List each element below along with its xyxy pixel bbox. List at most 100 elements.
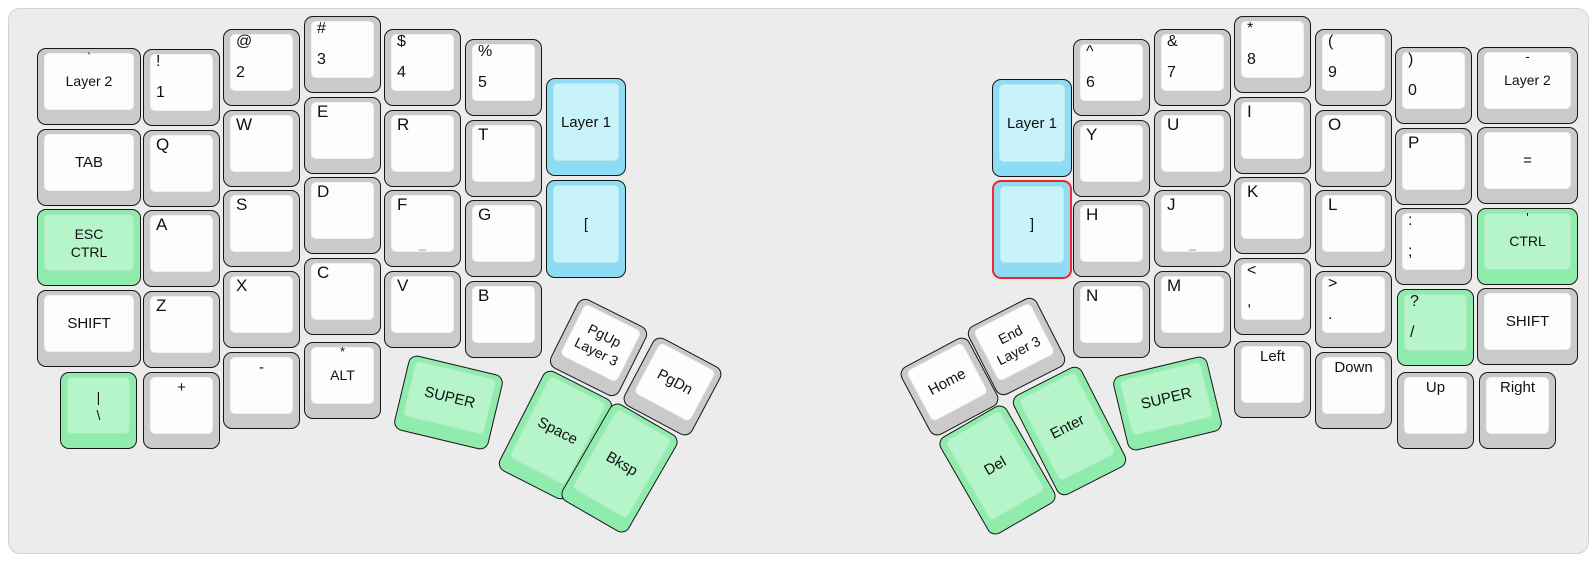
keycap-top: O	[1322, 115, 1385, 172]
key-shift-right[interactable]: SHIFT	[1477, 288, 1578, 365]
key-3[interactable]: #3	[304, 16, 381, 93]
key-label: G	[478, 205, 492, 224]
keycap-top: Y	[1080, 125, 1143, 182]
key-l[interactable]: L	[1315, 190, 1392, 267]
key-equals[interactable]: =	[1477, 127, 1578, 204]
key-label: :	[1408, 212, 1413, 229]
key-4[interactable]: $4	[384, 29, 461, 106]
key-label: !	[156, 53, 161, 70]
key-label: +	[177, 379, 186, 396]
key-d[interactable]: D	[304, 177, 381, 254]
key-label: ;	[1408, 243, 1413, 260]
key-v[interactable]: V	[384, 271, 461, 348]
key-label: X	[236, 276, 248, 295]
key-u[interactable]: U	[1154, 110, 1231, 187]
key-label: ALT	[330, 367, 355, 383]
key-p[interactable]: P	[1395, 128, 1472, 205]
key-i[interactable]: I	[1234, 97, 1311, 174]
key-f[interactable]: F_	[384, 190, 461, 267]
key-7[interactable]: &7	[1154, 29, 1231, 106]
key-alt[interactable]: *ALT	[304, 342, 381, 419]
key-right-bracket[interactable]: ]	[992, 180, 1072, 279]
key-shift-left[interactable]: SHIFT	[37, 290, 141, 367]
keycap-top: Layer 1	[553, 83, 619, 161]
key-tab[interactable]: TAB	[37, 129, 141, 206]
key-label: K	[1247, 182, 1259, 201]
keycap-top: L	[1322, 195, 1385, 252]
key-ctrl-right[interactable]: 'CTRL	[1477, 208, 1578, 285]
key-semicolon[interactable]: :;	[1395, 208, 1472, 285]
key-arrow-down[interactable]: Down	[1315, 352, 1392, 429]
key-8[interactable]: *8	[1234, 16, 1311, 93]
key-label: 0	[1408, 82, 1417, 99]
keycap-top: `Layer 2	[44, 50, 134, 110]
key-6[interactable]: ^6	[1073, 39, 1150, 116]
key-2[interactable]: @2	[223, 29, 300, 106]
key-k[interactable]: K	[1234, 177, 1311, 254]
key-t[interactable]: T	[465, 120, 542, 197]
key-label: 4	[397, 64, 406, 81]
keycap-top: X	[230, 276, 293, 333]
keycap-top: E	[311, 102, 374, 159]
key-b[interactable]: B	[465, 281, 542, 358]
key-h[interactable]: H	[1073, 200, 1150, 277]
keycap-top: D	[311, 182, 374, 239]
key-label: S	[236, 195, 248, 214]
key-m[interactable]: M	[1154, 271, 1231, 348]
key-w[interactable]: W	[223, 110, 300, 187]
key-label: TAB	[74, 154, 104, 171]
key-label: J	[1167, 195, 1176, 214]
key-o[interactable]: O	[1315, 110, 1392, 187]
key-j[interactable]: J_	[1154, 190, 1231, 267]
keycap-top: @2	[230, 33, 293, 91]
key-a[interactable]: A	[143, 210, 220, 287]
key-n[interactable]: N	[1073, 281, 1150, 358]
key-9[interactable]: (9	[1315, 29, 1392, 106]
key-s[interactable]: S	[223, 190, 300, 267]
key-e[interactable]: E	[304, 97, 381, 174]
keycap-top: *8	[1241, 20, 1304, 78]
key-label: Layer 1	[560, 113, 612, 131]
key-y[interactable]: Y	[1073, 120, 1150, 197]
key-comma[interactable]: <,	[1234, 258, 1311, 335]
key-label: @	[236, 33, 253, 50]
keycap-top: U	[1161, 115, 1224, 172]
key-period[interactable]: >.	[1315, 271, 1392, 348]
key-q[interactable]: Q	[143, 130, 220, 207]
key-0[interactable]: )0	[1395, 47, 1472, 124]
key-c[interactable]: C	[304, 258, 381, 335]
key-label: U	[1167, 115, 1180, 134]
key-5[interactable]: %5	[465, 39, 542, 116]
key-arrow-up[interactable]: Up	[1397, 372, 1474, 449]
keycap-top: TAB	[44, 134, 134, 191]
key-label: -	[259, 359, 264, 376]
key-z[interactable]: Z	[143, 291, 220, 368]
key-label: /	[1410, 324, 1415, 341]
keycap-top: F_	[391, 195, 454, 252]
key-minus[interactable]: -	[223, 352, 300, 429]
key-plus[interactable]: +	[143, 372, 220, 449]
key-1[interactable]: !1	[143, 49, 220, 126]
key-x[interactable]: X	[223, 271, 300, 348]
key-label: 7	[1167, 64, 1176, 81]
key-r[interactable]: R	[384, 110, 461, 187]
key-g[interactable]: G	[465, 200, 542, 277]
key-pipe-backslash[interactable]: |\	[60, 372, 137, 449]
key-layer2-left[interactable]: `Layer 2	[37, 48, 141, 125]
key-layer1-left[interactable]: Layer 1	[546, 78, 626, 176]
key-label: Down	[1334, 359, 1373, 376]
key-label: M	[1167, 276, 1182, 295]
key-arrow-left[interactable]: Left	[1234, 341, 1311, 418]
key-label: 9	[1328, 64, 1337, 81]
key-label: SUPER	[422, 383, 477, 412]
key-arrow-right[interactable]: Right	[1479, 372, 1556, 449]
key-question-slash[interactable]: ?/	[1397, 289, 1474, 366]
key-layer1-right[interactable]: Layer 1	[992, 79, 1072, 177]
key-left-bracket[interactable]: [	[546, 180, 626, 278]
key-layer2-right[interactable]: -Layer 2	[1477, 47, 1578, 124]
keycap-top: )0	[1402, 51, 1465, 109]
key-label: W	[236, 115, 253, 134]
key-label: |\	[96, 388, 101, 423]
